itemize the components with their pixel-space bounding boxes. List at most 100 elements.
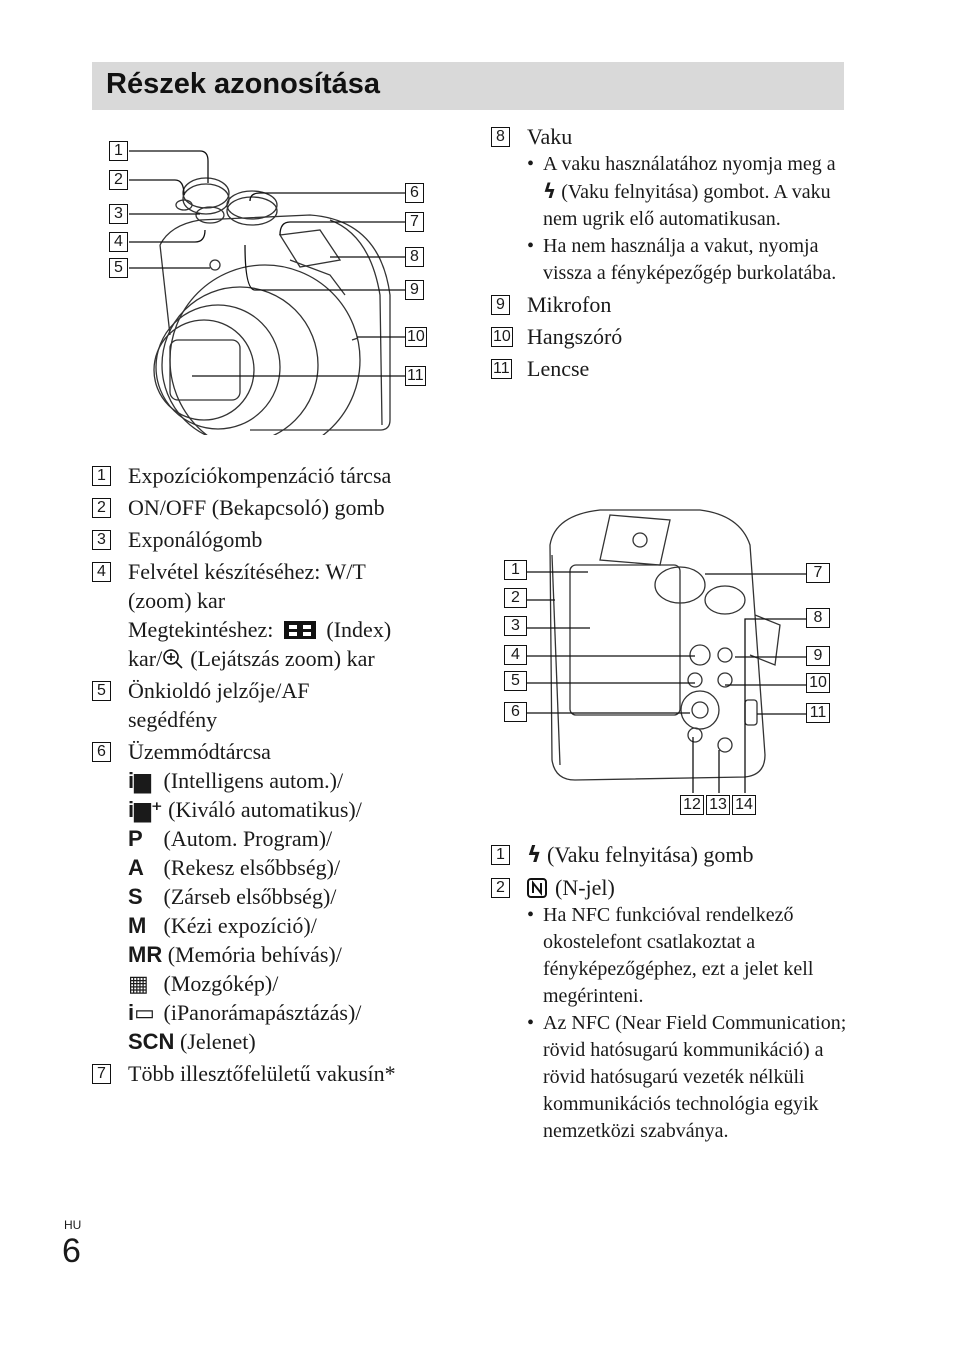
bullet-item: Ha NFC funkcióval rendelkező okostelefon… — [527, 902, 851, 1010]
callout-lines — [129, 150, 405, 377]
callout-12: 12 — [680, 795, 704, 815]
callout-8: 8 — [806, 608, 830, 628]
callout-5: 5 — [504, 671, 527, 691]
callout-5: 5 — [109, 258, 128, 278]
callout-7: 7 — [405, 212, 424, 232]
item-number: 2 — [491, 878, 510, 898]
callout-6: 6 — [405, 183, 424, 203]
mode-text: (Mozgókép)/ — [163, 971, 279, 996]
list-item: 1 ϟ (Vaku felnyitása) gomb — [491, 840, 851, 870]
list-item: 1 Expozíciókompenzáció tárcsa — [92, 461, 462, 490]
mode-entry: A (Rekesz elsőbbség)/ — [128, 853, 462, 882]
mode-entry: ▦ (Mozgókép)/ — [128, 969, 462, 998]
right-bottom-parts-list: 1 ϟ (Vaku felnyitása) gomb 2 (N-jel) Ha … — [491, 840, 851, 1148]
mode-entry: i▆ (Intelligens autom.)/ — [128, 766, 462, 795]
flash-icon: ϟ — [527, 843, 542, 868]
mode-text: (Kézi expozíció)/ — [163, 913, 317, 938]
bullet-text: (Vaku felnyitása) gombot. A vaku nem ugr… — [543, 181, 831, 230]
bullet-item: Ha nem használja a vakut, nyomja vissza … — [527, 233, 851, 287]
item-text: (Vaku felnyitása) gomb — [547, 842, 754, 867]
list-item: 5 Önkioldó jelzője/AF segédfény — [92, 676, 462, 734]
camera-top-illustration — [129, 150, 405, 435]
item-text: (zoom) kar — [128, 588, 226, 613]
playback-zoom-icon — [163, 649, 183, 669]
mode-text: (Intelligens autom.)/ — [163, 768, 344, 793]
item-text: Önkioldó jelzője/AF — [128, 678, 310, 703]
superior-auto-icon: i▆⁺ — [128, 797, 163, 822]
item-number: 1 — [491, 845, 510, 865]
right-top-parts-list: 8 Vaku A vaku használatához nyomja meg a… — [491, 122, 851, 386]
callout-10: 10 — [806, 673, 830, 693]
item-text: Exponálógomb — [128, 527, 263, 552]
item-number: 1 — [92, 466, 111, 486]
callout-2: 2 — [504, 588, 527, 608]
item-text: Hangszóró — [527, 324, 623, 349]
mode-text: (Memória behívás)/ — [167, 942, 342, 967]
item-text: Expozíciókompenzáció tárcsa — [128, 463, 392, 488]
item-text: ON/OFF (Bekapcsoló) gomb — [128, 495, 385, 520]
item-text: (Lejátszás zoom) kar — [190, 646, 375, 671]
item-number: 3 — [92, 530, 111, 550]
callout-4: 4 — [109, 232, 128, 252]
title-bar: Részek azonosítása — [92, 62, 844, 110]
memory-recall-icon: MR — [128, 942, 163, 967]
callout-11: 11 — [405, 366, 426, 386]
item-text: segédfény — [128, 707, 218, 732]
list-item: 11 Lencse — [491, 354, 851, 383]
callout-7: 7 — [806, 563, 830, 583]
item-number: 8 — [491, 127, 510, 147]
vaku-bullets: A vaku használatához nyomja meg a ϟ (Vak… — [527, 151, 851, 287]
page-number: 6 — [62, 1232, 81, 1270]
item-number: 5 — [92, 681, 111, 701]
scene-icon: SCN — [128, 1029, 175, 1054]
mode-text: (Zárseb elsőbbség)/ — [163, 884, 337, 909]
camera-back-illustration — [527, 509, 806, 793]
item-number: 4 — [92, 562, 111, 582]
shutter-priority-icon: S — [128, 884, 143, 909]
callout-14: 14 — [732, 795, 756, 815]
mode-text: (Jelenet) — [179, 1029, 256, 1054]
mode-entry: i▭ (iPanorámapásztázás)/ — [128, 998, 462, 1027]
callout-13: 13 — [706, 795, 730, 815]
item-text: Felvétel készítéséhez: W/T — [128, 559, 366, 584]
callout-9: 9 — [405, 280, 424, 300]
list-item: 9 Mikrofon — [491, 290, 851, 319]
item-text: Mikrofon — [527, 292, 612, 317]
camera-top-figure: 1 2 3 4 5 6 7 8 9 10 11 — [100, 135, 440, 435]
callout-3: 3 — [109, 204, 128, 224]
intelligent-auto-icon: i▆ — [128, 768, 152, 793]
mode-entry: i▆⁺ (Kiváló automatikus)/ — [128, 795, 462, 824]
item-text: Vaku — [527, 124, 573, 149]
item-text: Megtekintéshez: — [128, 617, 274, 642]
callout-9: 9 — [806, 646, 830, 666]
item-number: 6 — [92, 742, 111, 762]
callout-6: 6 — [504, 702, 527, 722]
item-text: (Index) — [326, 617, 392, 642]
bullet-item: Az NFC (Near Field Communication; rövid … — [527, 1010, 851, 1145]
mode-entry: SCN (Jelenet) — [128, 1027, 462, 1056]
callout-10: 10 — [405, 327, 427, 347]
manual-icon: M — [128, 913, 147, 938]
item-number: 9 — [491, 295, 510, 315]
callout-4: 4 — [504, 645, 527, 665]
callout-1: 1 — [504, 560, 527, 580]
n-mark-icon — [527, 878, 547, 898]
item-text: kar/ — [128, 646, 163, 671]
item-text: Üzemmódtárcsa — [128, 739, 271, 764]
panorama-icon: i▭ — [128, 1000, 155, 1025]
list-item: 8 Vaku A vaku használatához nyomja meg a… — [491, 122, 851, 287]
callout-11: 11 — [806, 703, 830, 723]
index-icon — [283, 621, 316, 639]
callout-2: 2 — [109, 170, 128, 190]
program-icon: P — [128, 826, 143, 851]
callout-1: 1 — [109, 141, 128, 161]
mode-entry: MR (Memória behívás)/ — [128, 940, 462, 969]
item-text: (N-jel) — [555, 875, 615, 900]
movie-icon: ▦ — [128, 971, 149, 996]
list-item: 4 Felvétel készítéséhez: W/T (zoom) kar … — [92, 557, 462, 673]
mode-text: (Rekesz elsőbbség)/ — [163, 855, 341, 880]
item-number: 11 — [491, 359, 512, 379]
callout-3: 3 — [504, 616, 527, 636]
camera-back-figure: 1 2 3 4 5 6 7 8 9 10 11 12 13 14 — [500, 505, 840, 825]
mode-entry: P (Autom. Program)/ — [128, 824, 462, 853]
